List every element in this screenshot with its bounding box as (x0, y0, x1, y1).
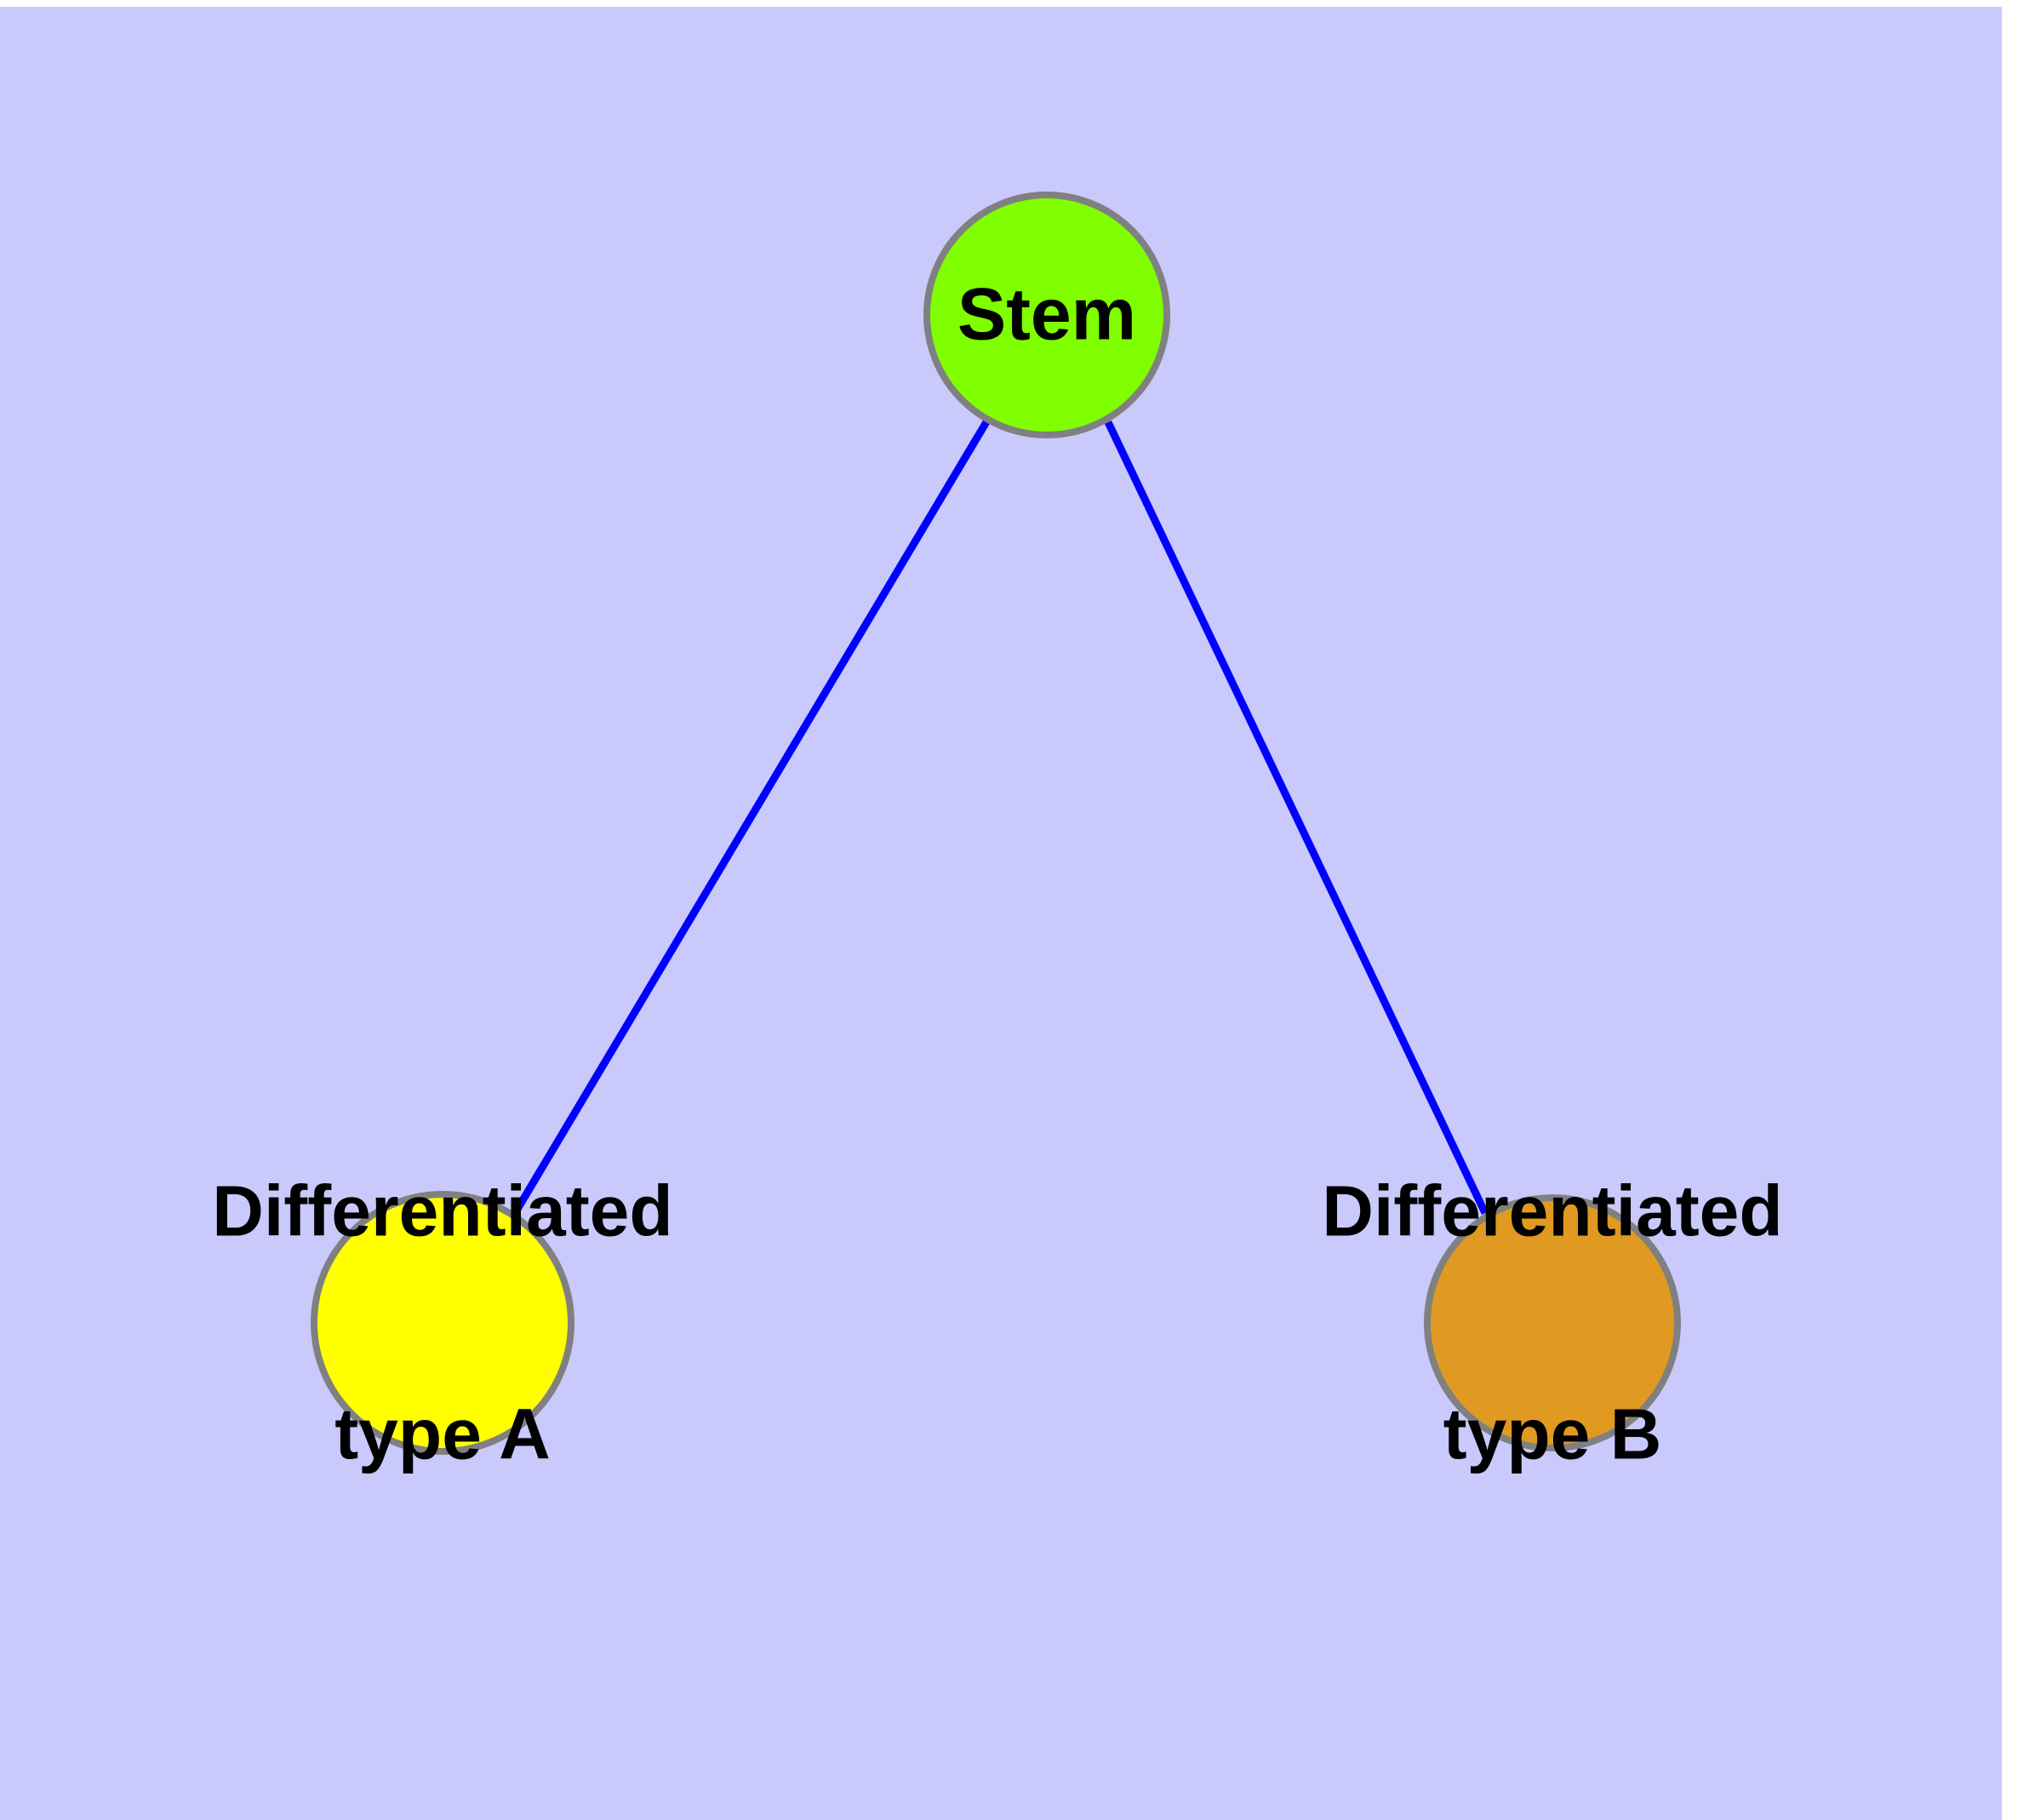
node-layer (311, 192, 1681, 1455)
edge-stem-diff-b[interactable] (1104, 421, 1489, 1215)
edge-stem-diff-a[interactable] (511, 418, 991, 1217)
edge-layer (511, 418, 1489, 1217)
node-diff-b-circle[interactable] (1424, 1194, 1681, 1451)
node-stem-circle[interactable] (923, 192, 1170, 438)
node-diff-a-circle[interactable] (311, 1191, 574, 1455)
